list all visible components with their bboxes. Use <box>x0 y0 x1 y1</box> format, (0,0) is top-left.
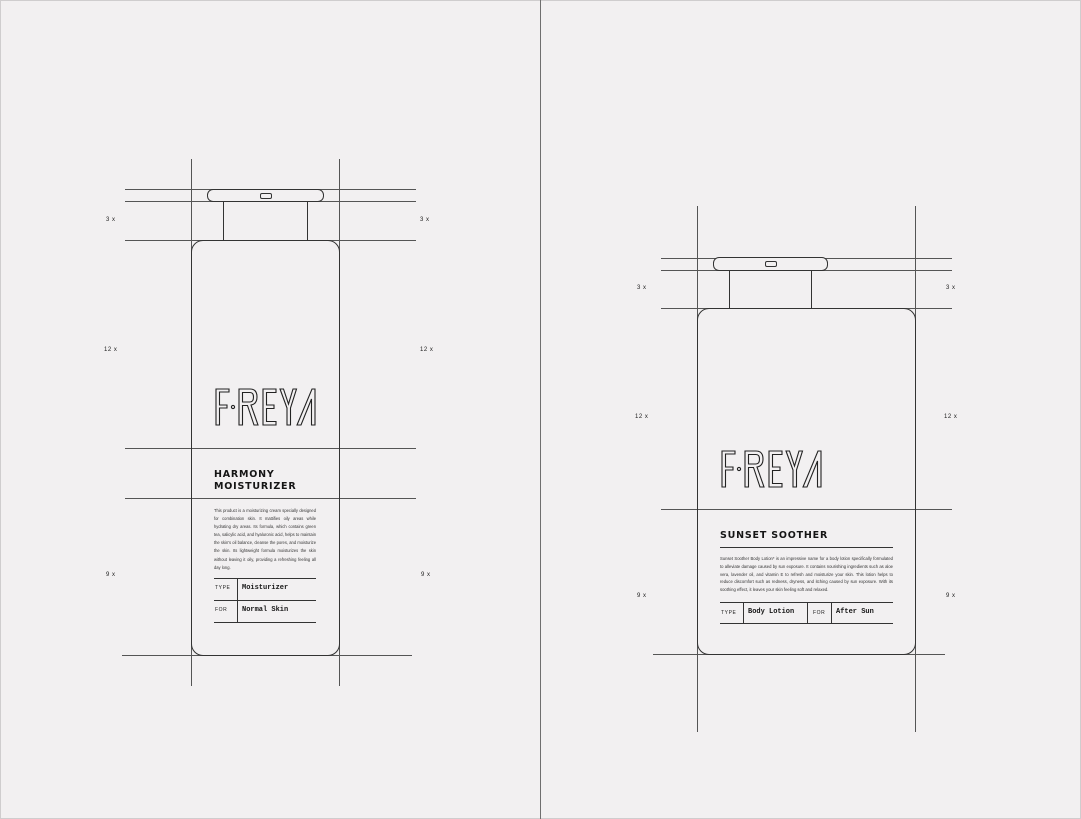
grid-line-label-top <box>661 509 952 510</box>
product-title: HARMONY MOISTURIZER <box>214 469 296 493</box>
bottle-cap <box>713 257 828 271</box>
spec-for-value: Normal Skin <box>242 606 289 614</box>
dim-cap-left: 3 x <box>106 217 116 223</box>
spec-for-value: After Sun <box>836 608 874 616</box>
freya-logo <box>721 450 822 488</box>
freya-logo <box>215 388 316 426</box>
dim-upper-left: 12 x <box>635 414 649 420</box>
dim-lower-right: 9 x <box>946 593 956 599</box>
spec-rule-top <box>214 578 316 579</box>
grid-line-label-top <box>125 448 416 449</box>
spec-for-label: FOR <box>813 610 826 616</box>
spec-column-divider <box>237 578 238 622</box>
product-description: Sunset Soother Body Lotion* is an impres… <box>720 556 893 593</box>
spec-type-value: Moisturizer <box>242 584 289 592</box>
spec-rule-bottom <box>214 622 316 623</box>
dim-cap-right: 3 x <box>420 217 430 223</box>
bottle-neck <box>223 202 308 241</box>
center-divider <box>540 0 541 819</box>
dim-upper-right: 12 x <box>420 347 434 353</box>
spec-divider-1 <box>743 602 744 623</box>
spec-rule-middle <box>214 600 316 601</box>
cap-slot <box>259 192 272 199</box>
dim-upper-left: 12 x <box>104 347 118 353</box>
bottle-cap <box>207 189 324 202</box>
title-underline <box>720 547 893 548</box>
spec-rule-top <box>720 602 893 603</box>
dim-lower-right: 9 x <box>421 572 431 578</box>
grid-line-title-bottom <box>125 498 416 499</box>
cap-slot <box>764 261 777 267</box>
spec-rule-bottom <box>720 623 893 624</box>
spec-divider-2 <box>807 602 808 623</box>
bottle-body <box>697 308 916 655</box>
product-description: This product is a moisturizing cream spe… <box>214 508 316 570</box>
spec-type-label: TYPE <box>721 610 737 616</box>
spec-for-label: FOR <box>215 607 228 613</box>
dim-cap-left: 3 x <box>637 285 647 291</box>
dim-cap-right: 3 x <box>946 285 956 291</box>
spec-type-label: TYPE <box>215 585 231 591</box>
dim-lower-left: 9 x <box>637 593 647 599</box>
dim-lower-left: 9 x <box>106 572 116 578</box>
bottle-neck <box>729 271 812 309</box>
spec-type-value: Body Lotion <box>748 608 795 616</box>
bottle-body <box>191 240 340 656</box>
product-title-line1: HARMONY <box>214 469 275 480</box>
spec-divider-3 <box>831 602 832 623</box>
product-title: SUNSET SOOTHER <box>720 530 829 541</box>
dim-upper-right: 12 x <box>944 414 958 420</box>
product-title-line2: MOISTURIZER <box>214 481 297 492</box>
